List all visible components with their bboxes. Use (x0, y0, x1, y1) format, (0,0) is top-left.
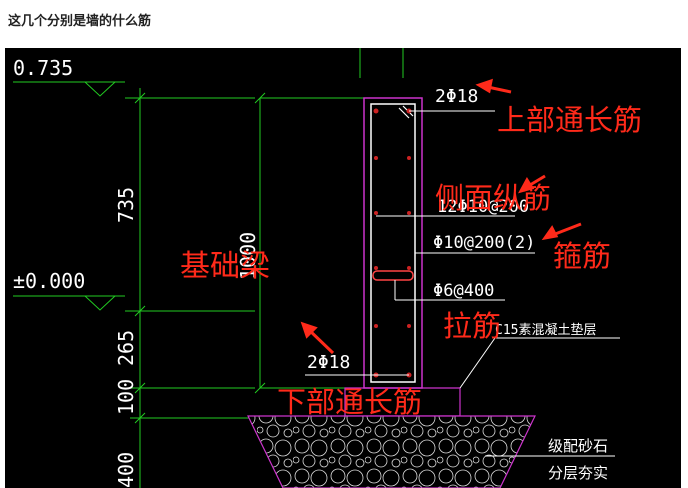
spec-top-bar: 2Φ18 (435, 86, 478, 107)
tie-bar-shape (372, 270, 414, 281)
dim-100: 100 (114, 379, 138, 415)
spec-tie: Φ6@400 (433, 281, 494, 301)
label-tie-bar: 拉筋 (443, 309, 501, 343)
red-arrows (300, 78, 582, 355)
elevation-marker-top: 0.735 (13, 56, 255, 99)
label-side-bar: 侧面纵筋 (435, 181, 551, 215)
dim-735: 735 (114, 187, 138, 223)
note-gravel-2: 分层夯实 (548, 464, 608, 482)
note-gravel-1: 级配砂石 (548, 437, 608, 455)
spec-stirrup: Φ10@200(2) (433, 233, 535, 253)
dimension-beam-height: 1000 (236, 92, 365, 394)
elevation-top-label: 0.735 (13, 56, 73, 80)
gravel-bed (247, 415, 536, 488)
rebar-dots (373, 108, 412, 378)
label-top-bar: 上部通长筋 (497, 103, 642, 137)
dim-265: 265 (114, 330, 138, 366)
stirrup-outline (370, 103, 416, 383)
spec-bottom-bar: 2Φ18 (307, 352, 350, 373)
label-stirrup: 箍筋 (553, 239, 611, 273)
elevation-zero-label: ±0.000 (13, 269, 85, 293)
spec-side-bar: 12Φ10@200 (437, 197, 529, 217)
label-bottom-bar: 下部通长筋 (277, 385, 422, 419)
cad-drawing-image: 0.735 ±0.000 735 265 100 400 1000 (5, 48, 681, 488)
leader-lines (305, 110, 620, 457)
dimension-chain-left: 735 265 100 400 (114, 88, 255, 488)
question-title: 这几个分别是墙的什么筋 (8, 14, 152, 29)
beam-outline (363, 97, 423, 389)
dim-400: 400 (114, 452, 138, 488)
cad-svg: 0.735 ±0.000 735 265 100 400 1000 (13, 48, 642, 488)
label-foundation-beam: 基础梁 (180, 249, 270, 284)
note-cushion: C15素混凝土垫层 (495, 322, 596, 338)
dim-1000: 1000 (236, 232, 260, 280)
